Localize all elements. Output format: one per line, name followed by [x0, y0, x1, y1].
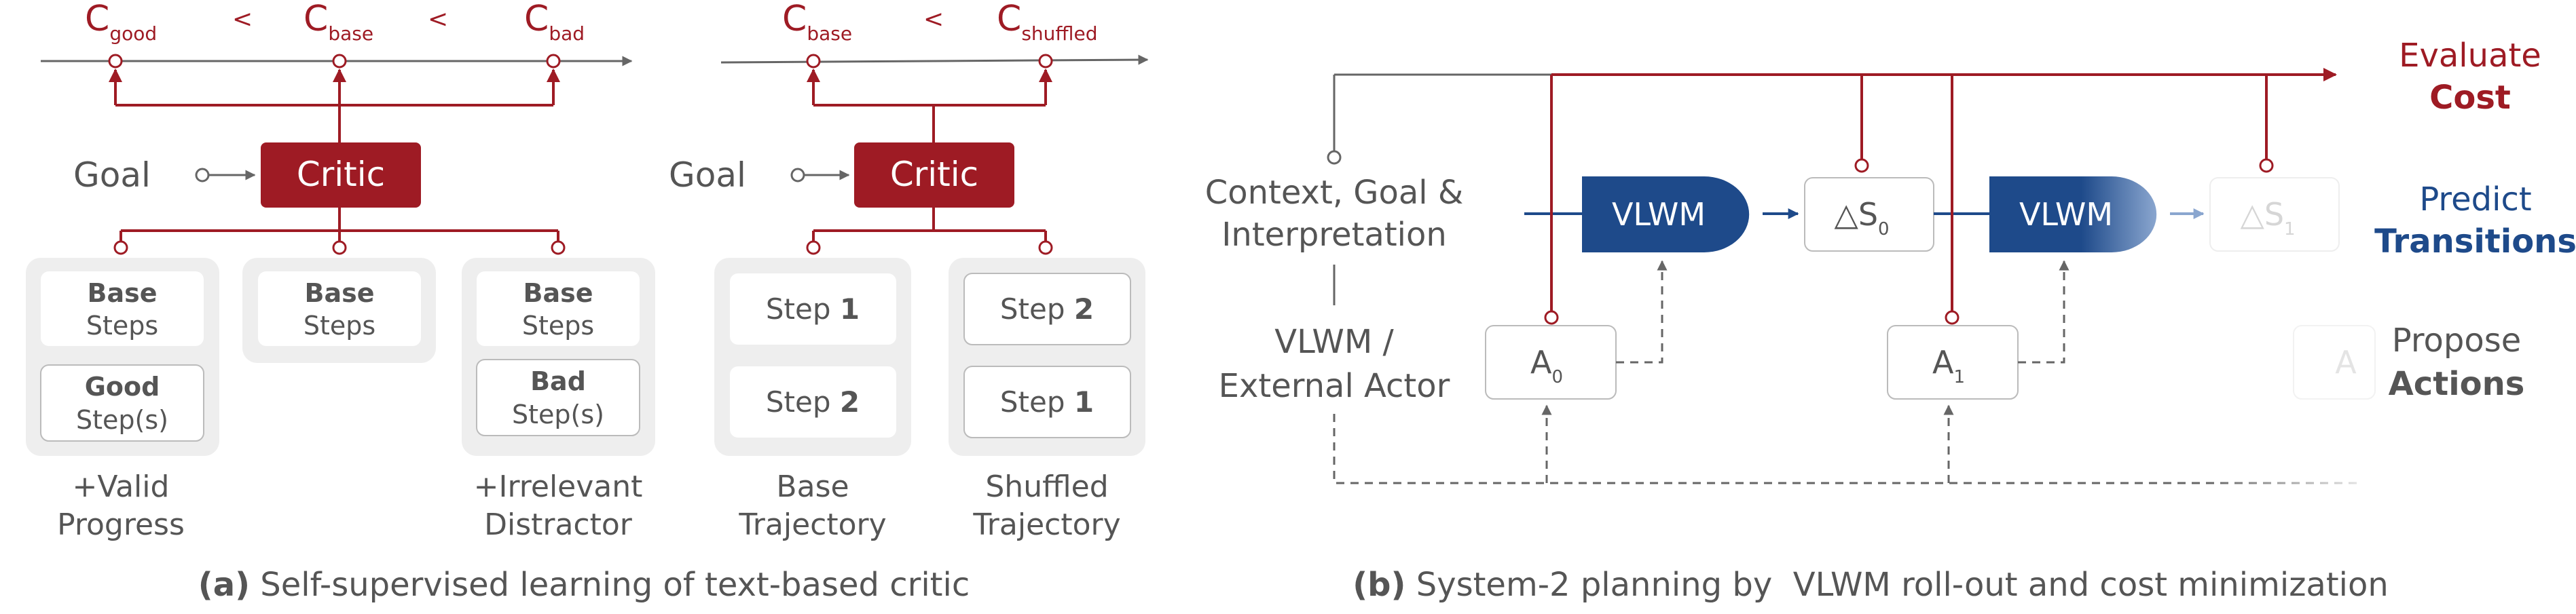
irrelevant-label-1: +Irrelevant	[474, 469, 643, 504]
s0-cost-port	[1854, 158, 1869, 173]
action-a1: A1	[1932, 344, 1965, 387]
bad-bold: Bad	[530, 366, 586, 396]
panel-b: Context, Goal & Interpretation VLWM / Ex…	[1205, 37, 2576, 484]
shuffled-label-1: Shuffled	[985, 469, 1108, 504]
base-bold-1: Base	[88, 278, 158, 308]
base-bold-2: Base	[305, 278, 375, 308]
cost-label: Cost	[2429, 79, 2511, 117]
step-card-s2	[963, 366, 1131, 438]
c-shuffled-label: Cshuffled	[997, 0, 1097, 45]
base-trajectory-label-1: Base	[776, 469, 849, 504]
input-port-2	[332, 240, 347, 255]
c-base-label: Cbase	[303, 0, 373, 45]
critic-box-left	[261, 142, 421, 208]
step-card-b1	[730, 273, 896, 345]
input-port-3	[551, 240, 566, 255]
input-port-r1	[806, 240, 821, 255]
vlwm-label-1: VLWM	[1612, 196, 1706, 233]
caption-a: (a) Self-supervised learning of text-bas…	[198, 566, 970, 604]
context-port	[1327, 150, 1342, 165]
step-card-s1	[963, 273, 1131, 345]
delta-s1: △S1	[2240, 196, 2295, 239]
c-bad-label: Cbad	[524, 0, 585, 45]
panel-a-left: Cgood < Cbase < Cbad Goal Critic Base	[26, 0, 655, 542]
base-steps-text-2: Steps	[303, 311, 375, 341]
cost-axis-right	[720, 54, 1149, 65]
goal-port-right	[790, 168, 805, 183]
goal-label-right: Goal	[669, 155, 746, 195]
evaluate-label: Evaluate	[2399, 37, 2541, 75]
vlwm-label-2: VLWM	[2019, 196, 2113, 233]
predict-label: Predict	[2419, 180, 2531, 218]
less-than-2: <	[428, 5, 448, 33]
valid-label-1: +Valid	[73, 469, 170, 504]
actor-line-2: External Actor	[1219, 367, 1450, 405]
c-shuffled-point	[1038, 54, 1053, 69]
context-line-1: Context, Goal &	[1205, 174, 1464, 212]
goal-label-left: Goal	[73, 155, 151, 195]
less-than-1: <	[232, 5, 253, 33]
base-steps-text-1: Steps	[86, 311, 158, 341]
good-steps-card	[40, 364, 204, 442]
step-b2: Step 2	[766, 385, 860, 419]
a1-to-vlwm2	[2018, 260, 2069, 364]
c-good-label: Cgood	[85, 0, 157, 45]
critic-label-right: Critic	[890, 155, 978, 194]
step-b1: Step 1	[766, 292, 860, 326]
a0-cost-port	[1544, 310, 1559, 325]
valid-label-2: Progress	[57, 507, 185, 542]
irrelevant-label-2: Distractor	[484, 507, 633, 542]
base-trajectory-label-2: Trajectory	[738, 507, 886, 542]
critic-box-right	[854, 142, 1014, 208]
action-a2: A	[2335, 344, 2357, 381]
actor-feedback-loop	[1333, 414, 2363, 484]
base-steps-card-3	[477, 271, 640, 346]
step-s2: Step 1	[1000, 385, 1094, 419]
bad-steps-text: Step(s)	[512, 400, 604, 429]
goal-port-left	[195, 168, 210, 183]
transitions-label: Transitions	[2374, 223, 2576, 261]
step-s1: Step 2	[1000, 292, 1094, 326]
delta-s1-box	[2209, 177, 2340, 252]
panel-a-right: Cbase < Cshuffled Goal Critic Step 1 Ste…	[669, 0, 1149, 542]
less-than-right: <	[923, 5, 944, 33]
vlwm-block-1	[1582, 176, 1750, 252]
base-bold-3: Base	[523, 278, 593, 308]
c-base-point-right	[806, 54, 821, 69]
good-steps-text: Step(s)	[76, 405, 168, 435]
critic-label-left: Critic	[297, 155, 385, 194]
actor-line-1: VLWM /	[1274, 323, 1394, 361]
a1-cost-port	[1945, 310, 1959, 325]
base-steps-card-2	[258, 271, 421, 346]
c-base-point	[332, 54, 347, 69]
propose-label: Propose	[2392, 322, 2522, 360]
context-line-2: Interpretation	[1221, 216, 1447, 254]
action-a0: A0	[1530, 344, 1563, 387]
delta-s0: △S0	[1834, 196, 1889, 239]
base-steps-card-1	[41, 271, 204, 346]
step-card-b2	[730, 366, 896, 438]
a0-to-vlwm1	[1616, 260, 1668, 364]
actions-label: Actions	[2389, 365, 2525, 403]
input-port-r2	[1038, 240, 1053, 255]
s1-cost-port	[2259, 158, 2274, 173]
shuffled-label-2: Trajectory	[972, 507, 1120, 542]
bad-steps-card	[476, 359, 640, 436]
caption-b: (b) System-2 planning by VLWM roll-out a…	[1353, 566, 2389, 604]
action-a2-box	[2293, 325, 2376, 400]
c-good-point	[108, 54, 123, 69]
good-bold: Good	[85, 372, 160, 402]
c-base-label-right: Cbase	[782, 0, 852, 45]
base-steps-text-3: Steps	[522, 311, 594, 341]
c-bad-point	[546, 54, 561, 69]
vlwm-block-2	[1989, 176, 2157, 252]
input-port-1	[113, 240, 128, 255]
